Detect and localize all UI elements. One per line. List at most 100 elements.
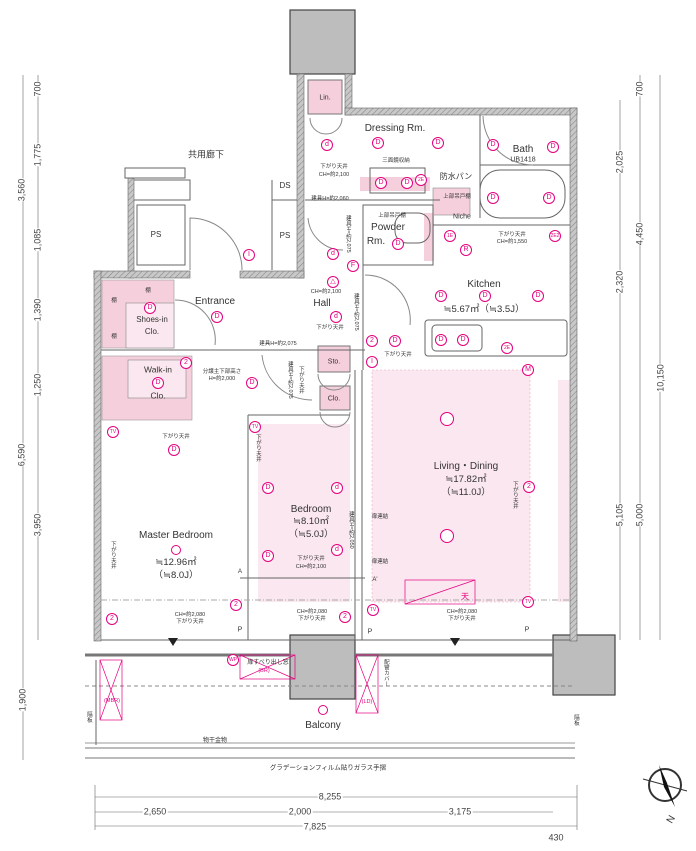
symbol-downlight: D <box>457 334 469 346</box>
living-area: ≒17.82㎡ <box>445 474 487 486</box>
symbol-downlight: D <box>372 137 384 149</box>
symbol-tv-outlet: TV <box>249 421 261 433</box>
symbol-range-hood: R <box>460 244 472 256</box>
dim-right-2025: 2,025 <box>614 150 626 174</box>
kitchen-area: ≒5.67㎡（≒3.5J） <box>443 304 525 316</box>
symbol-downlight: D <box>487 139 499 151</box>
symbol-ceiling-light <box>171 545 181 555</box>
symbol-downlight: D <box>152 377 164 389</box>
note-glass-railing: グラデーションフィルム貼りガラス手摺 <box>269 764 387 772</box>
note-lowered-ceiling-dressing: 下がり天井 <box>320 164 348 171</box>
note-lowered-ceiling-bedroom: 下がり天井 <box>297 556 325 563</box>
symbol-sensor-light: △ <box>327 276 339 288</box>
label-shelf-1: 棚 <box>145 288 151 295</box>
label-niche: Niche <box>453 213 471 221</box>
symbol-downlight: D <box>435 334 447 346</box>
dim-left-3560: 3,560 <box>16 178 28 202</box>
symbol-downlight: D <box>547 141 559 153</box>
label-walkin-1: Walk-in <box>143 364 173 375</box>
note-upper-cabinet-2: 上部吊戸棚 <box>378 213 406 220</box>
label-shoes-in-1: Shoes-in <box>136 314 168 324</box>
symbol-downlight: D <box>401 177 413 189</box>
label-powder-2: Rm. <box>366 235 386 247</box>
symbol-downlight: D <box>262 550 274 562</box>
symbol-multimedia: M <box>522 364 534 376</box>
note-ch-hall: CH=約2,100 <box>310 289 342 296</box>
label-closet: Clo. <box>327 395 341 403</box>
label-bath: Bath <box>512 143 534 155</box>
symbol-downlight: D <box>543 192 555 204</box>
symbol-outlet-2: 2 <box>523 481 535 493</box>
symbol-downlight: D <box>487 192 499 204</box>
note-lowered-ceiling-hall: 下がり天井 <box>316 325 344 332</box>
label-master-bedroom: Master Bedroom <box>139 529 213 541</box>
symbol-downlight: D <box>144 302 156 314</box>
symbol-downlight: D <box>479 290 491 302</box>
symbol-downlight-small: d <box>331 544 343 556</box>
note-ch-bedroom: CH=約2,100 <box>295 564 327 571</box>
symbol-outlet-2: 2 <box>106 613 118 625</box>
symbol-outlet-2: 2 <box>339 611 351 623</box>
bedroom-area: ≒8.10㎡ <box>293 516 329 528</box>
note-lowered-ceiling-kitchen: 下がり天井 <box>498 232 526 239</box>
note-ld: (LD) <box>361 699 373 706</box>
compass-icon <box>642 765 688 807</box>
symbol-downlight: D <box>168 444 180 456</box>
note-ch-dressing: CH=約2,100 <box>318 172 350 179</box>
note-door-height-powder: 建具H=約2,075 <box>344 215 351 253</box>
note-lowered-master-window: 下がり天井 <box>176 619 204 626</box>
dim-left-6590: 6,590 <box>16 443 28 467</box>
dim-right-5105: 5,105 <box>614 503 626 527</box>
note-lowered-living-window: 下がり天井 <box>448 616 476 623</box>
symbol-fan: F <box>347 260 359 272</box>
section-mark-a2: A' <box>372 576 378 583</box>
note-mbr: (MBR) <box>104 698 120 705</box>
dim-bottom-2000: 2,000 <box>287 806 313 817</box>
label-ps-left: PS <box>150 229 162 239</box>
note-partition-height-1: 分譲主下部高さ <box>202 369 242 376</box>
note-lowered-ceiling-master: 下がり天井 <box>162 434 190 441</box>
label-hall: Hall <box>313 297 331 309</box>
label-living-dining: Living・Dining <box>433 460 499 472</box>
label-common-corridor: 共用廊下 <box>187 149 225 160</box>
dim-left-3950: 3,950 <box>32 513 44 537</box>
label-bath-unit: UB1418 <box>510 156 536 164</box>
label-dressing-room: Dressing Rm. <box>364 122 426 134</box>
symbol-outlet-2: 2 <box>180 357 192 369</box>
label-shelf-3: 棚 <box>111 334 117 341</box>
symbol-ceiling-light <box>440 412 454 426</box>
label-shelf-2: 棚 <box>111 298 117 305</box>
symbol-downlight: D <box>435 290 447 302</box>
linen-box <box>307 79 343 115</box>
label-ps-right: PS <box>279 230 291 240</box>
label-storage: Sto. <box>327 358 341 366</box>
note-ch-bedroom-window: CH=約2,080 <box>296 609 328 616</box>
symbol-downlight-small: d <box>327 248 339 260</box>
dim-left-1390: 1,390 <box>32 298 44 322</box>
note-laundry-hardware: 物干金物 <box>202 737 228 744</box>
dim-bottom-430: 430 <box>547 832 565 843</box>
living-highlight <box>371 369 531 603</box>
label-powder-1: Powder <box>371 221 405 233</box>
dim-bottom-7825: 7,825 <box>302 821 328 832</box>
note-pipe-cover: 配管カバー <box>382 659 389 687</box>
column-top <box>289 9 356 75</box>
note-ch-master-window: CH=約2,080 <box>174 612 206 619</box>
symbol-downlight: D <box>392 238 404 250</box>
symbol-tv-outlet: TV <box>522 596 534 608</box>
dim-bottom-3175: 3,175 <box>447 806 473 817</box>
symbol-downlight: D <box>211 311 223 323</box>
note-divider-right: 隔板 <box>572 714 579 726</box>
symbol-downlight: D <box>432 137 444 149</box>
label-p-3: P <box>524 626 530 634</box>
note-lowered-ceiling-corridor: 下がり天井 <box>297 366 304 394</box>
symbol-downlight: D <box>246 377 258 389</box>
note-lowered-ceiling-bedroom-v: 下がり天井 <box>254 434 261 462</box>
note-br: (BR) <box>258 668 270 675</box>
symbol-outlet-2: 2 <box>366 335 378 347</box>
dim-left-1250: 1,250 <box>32 373 44 397</box>
note-door-height-walkin: 建具H=約2,075 <box>286 361 293 399</box>
label-bedroom: Bedroom <box>290 503 332 515</box>
section-mark-a: A <box>237 568 243 575</box>
symbol-tv-outlet: TV <box>107 426 119 438</box>
